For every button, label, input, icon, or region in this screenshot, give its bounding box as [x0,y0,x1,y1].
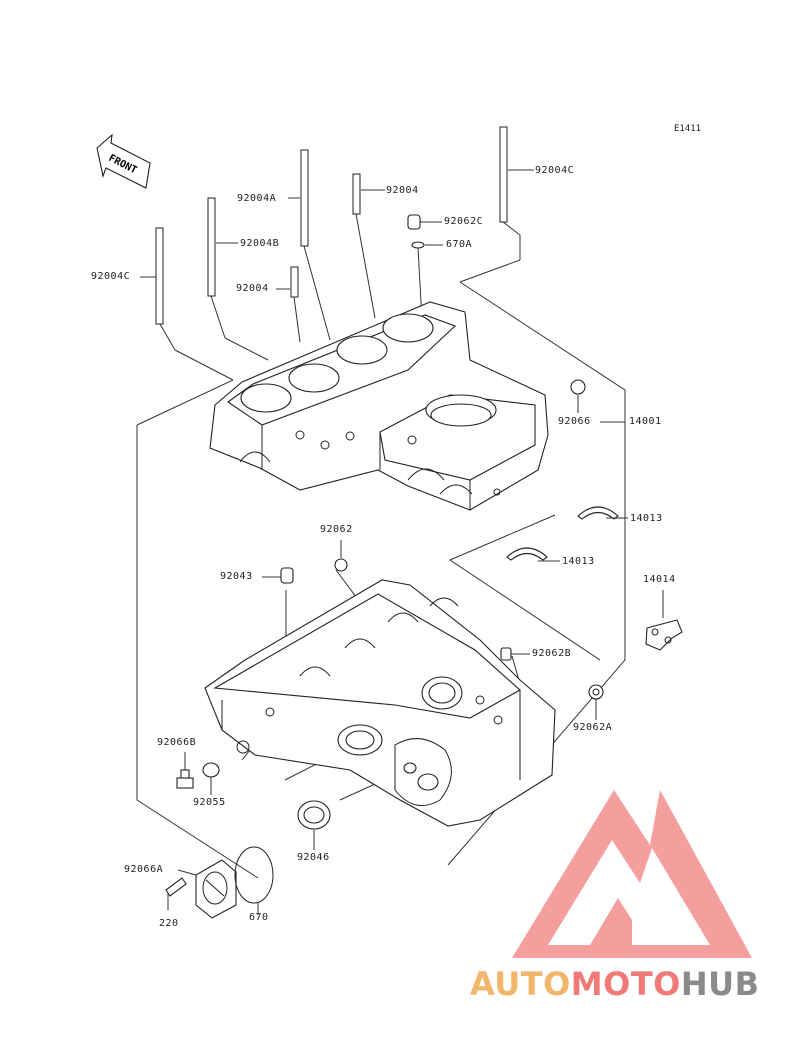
seal-92046 [297,800,331,850]
callout-14013-lower: 14013 [562,556,595,567]
plug-92066B [176,752,194,789]
bearing-shell-14013-lower [506,547,560,562]
callout-92004-mid: 92004 [236,283,269,294]
stud-92004C-left [140,227,234,381]
callout-14013-upper: 14013 [630,513,663,524]
stud-92004C-top [459,126,534,283]
callout-92062C: 92062C [444,216,484,227]
stud-92004B [207,197,269,361]
callout-92004B: 92004B [240,238,280,249]
oring-670 [234,846,274,915]
callout-92066B: 92066B [157,737,197,748]
bearing-14014 [645,590,683,651]
callout-92004: 92004 [386,185,419,196]
stud-92004-mid [276,266,301,343]
dowel-92062B [500,647,530,661]
brand-part-moto: MOTO [570,965,681,1003]
reference-code: E1411 [674,124,702,134]
front-arrow-icon: FRONT [96,133,151,189]
callout-92066A: 92066A [124,864,164,875]
watermark-logo-icon [512,790,752,958]
callout-92062A: 92062A [573,722,613,733]
callout-92046: 92046 [297,852,330,863]
lower-crankcase [204,579,556,827]
cap-92066 [570,379,586,413]
callout-92004C-top: 92004C [535,165,575,176]
upper-crankcase [209,301,549,511]
callout-220: 220 [159,918,179,929]
callout-92055: 92055 [193,797,226,808]
callout-92062B: 92062B [532,648,572,659]
callout-92043: 92043 [220,571,253,582]
brand-part-hub: HUB [680,965,760,1003]
bearing-shell-14013-upper [577,506,628,520]
oring-92055 [202,762,220,795]
cover-92066A [177,859,237,919]
bolt-220 [165,877,187,910]
stud-92004A [288,149,331,341]
dowel-92062A [588,684,604,720]
callout-14014: 14014 [643,574,676,585]
dowel-92062 [334,540,348,572]
watermark-brand: AUTOMOTOHUB [470,965,760,1003]
dowel-92043 [262,567,294,584]
callout-670A: 670A [446,239,473,250]
stud-92004 [352,173,385,319]
callout-92004A: 92004A [237,193,277,204]
callout-92066: 92066 [558,416,591,427]
brand-part-auto: AUTO [470,965,571,1003]
callout-670: 670 [249,912,269,923]
callout-92062: 92062 [320,524,353,535]
callout-14001: 14001 [629,416,662,427]
dowel-92062C [407,214,442,230]
callout-92004C-left: 92004C [91,271,131,282]
